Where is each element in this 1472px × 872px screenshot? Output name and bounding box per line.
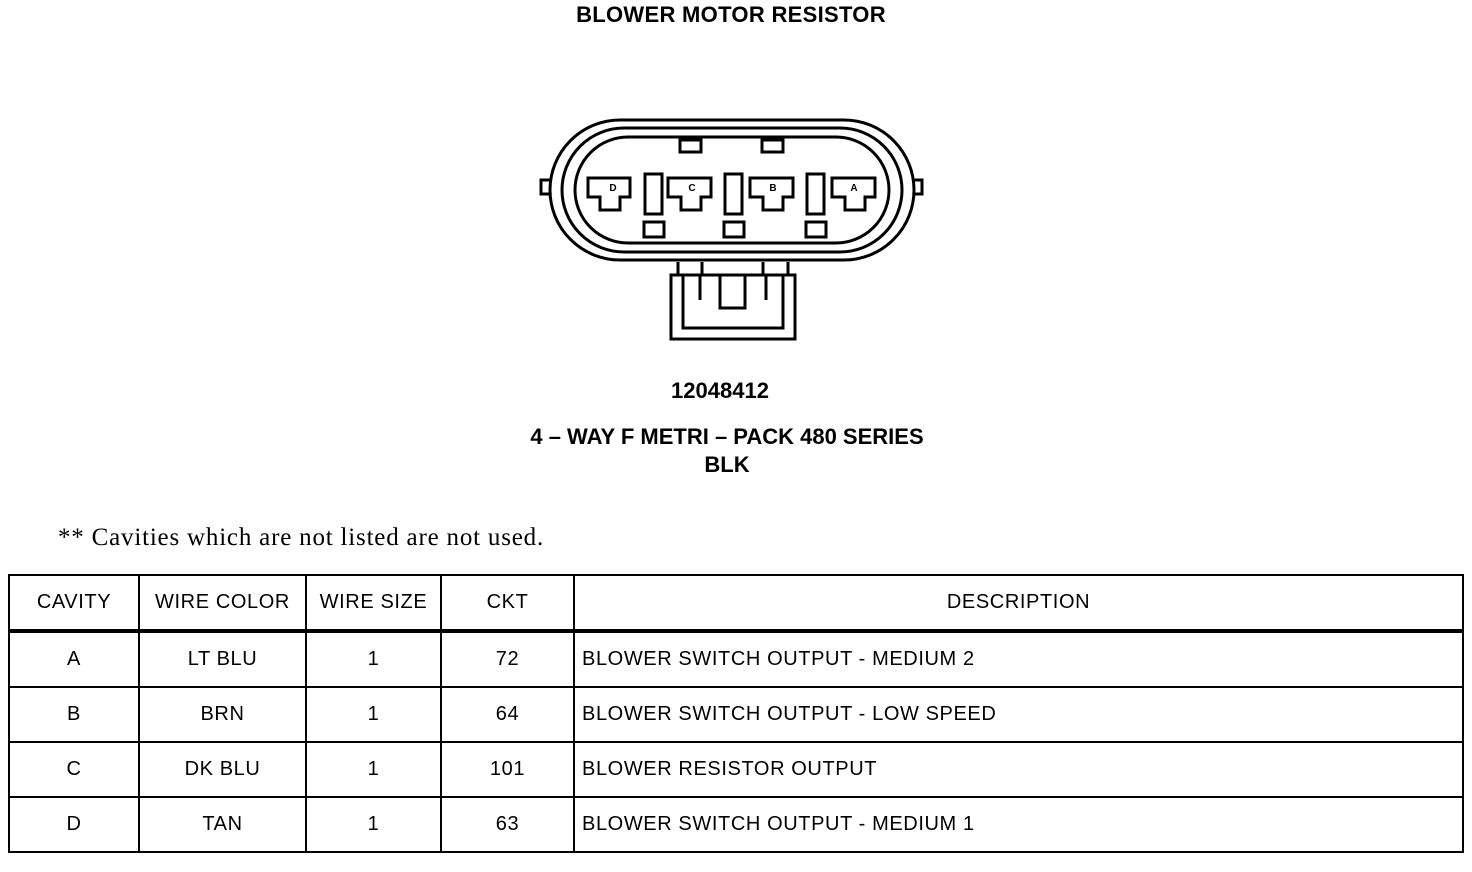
header-wire-color: WIRE COLOR <box>138 574 307 633</box>
connector-color: BLK <box>704 452 750 477</box>
diagram-title: BLOWER MOTOR RESISTOR <box>576 2 886 27</box>
wire-color-cell: TAN <box>138 796 307 853</box>
header-ckt: CKT <box>440 574 575 633</box>
unused-cavities-note: ** Cavities which are not listed are not… <box>58 524 544 551</box>
cavity-cell: D <box>8 796 140 853</box>
part-number: 12048412 <box>671 378 769 403</box>
table-row: A LT BLU 1 72 BLOWER SWITCH OUTPUT - MED… <box>8 630 1464 688</box>
ckt-cell: 72 <box>440 630 575 688</box>
cavity-label-a: A <box>850 183 857 194</box>
cavity-label-c: C <box>688 183 695 194</box>
table-header-row: CAVITY WIRE COLOR WIRE SIZE CKT DESCRIPT… <box>8 574 1464 633</box>
wire-color-cell: LT BLU <box>138 630 307 688</box>
header-cavity: CAVITY <box>8 574 140 633</box>
wire-size-cell: 1 <box>305 796 442 853</box>
table-row: D TAN 1 63 BLOWER SWITCH OUTPUT - MEDIUM… <box>8 796 1464 853</box>
wire-color-cell: DK BLU <box>138 741 307 798</box>
description-cell: BLOWER RESISTOR OUTPUT <box>573 741 1464 798</box>
ckt-cell: 63 <box>440 796 575 853</box>
cavity-cell: A <box>8 630 140 688</box>
description-cell: BLOWER SWITCH OUTPUT - MEDIUM 1 <box>573 796 1464 853</box>
wire-size-cell: 1 <box>305 686 442 743</box>
cavity-cell: B <box>8 686 140 743</box>
ckt-cell: 101 <box>440 741 575 798</box>
header-description: DESCRIPTION <box>573 574 1464 633</box>
connector-series: 4 – WAY F METRI – PACK 480 SERIES <box>530 424 924 449</box>
ckt-cell: 64 <box>440 686 575 743</box>
header-wire-size: WIRE SIZE <box>305 574 442 633</box>
connector-description: 4 – WAY F METRI – PACK 480 SERIES BLK <box>0 423 1454 479</box>
description-cell: BLOWER SWITCH OUTPUT - MEDIUM 2 <box>573 630 1464 688</box>
pinout-table: CAVITY WIRE COLOR WIRE SIZE CKT DESCRIPT… <box>8 574 1464 853</box>
cavity-label-d: D <box>609 183 616 194</box>
wire-color-cell: BRN <box>138 686 307 743</box>
wire-size-cell: 1 <box>305 741 442 798</box>
cavity-label-b: B <box>769 183 776 194</box>
table-row: C DK BLU 1 101 BLOWER RESISTOR OUTPUT <box>8 741 1464 798</box>
table-row: B BRN 1 64 BLOWER SWITCH OUTPUT - LOW SP… <box>8 686 1464 743</box>
description-cell: BLOWER SWITCH OUTPUT - LOW SPEED <box>573 686 1464 743</box>
connector-face-diagram: D C B A <box>539 118 924 341</box>
cavity-cell: C <box>8 741 140 798</box>
wire-size-cell: 1 <box>305 630 442 688</box>
